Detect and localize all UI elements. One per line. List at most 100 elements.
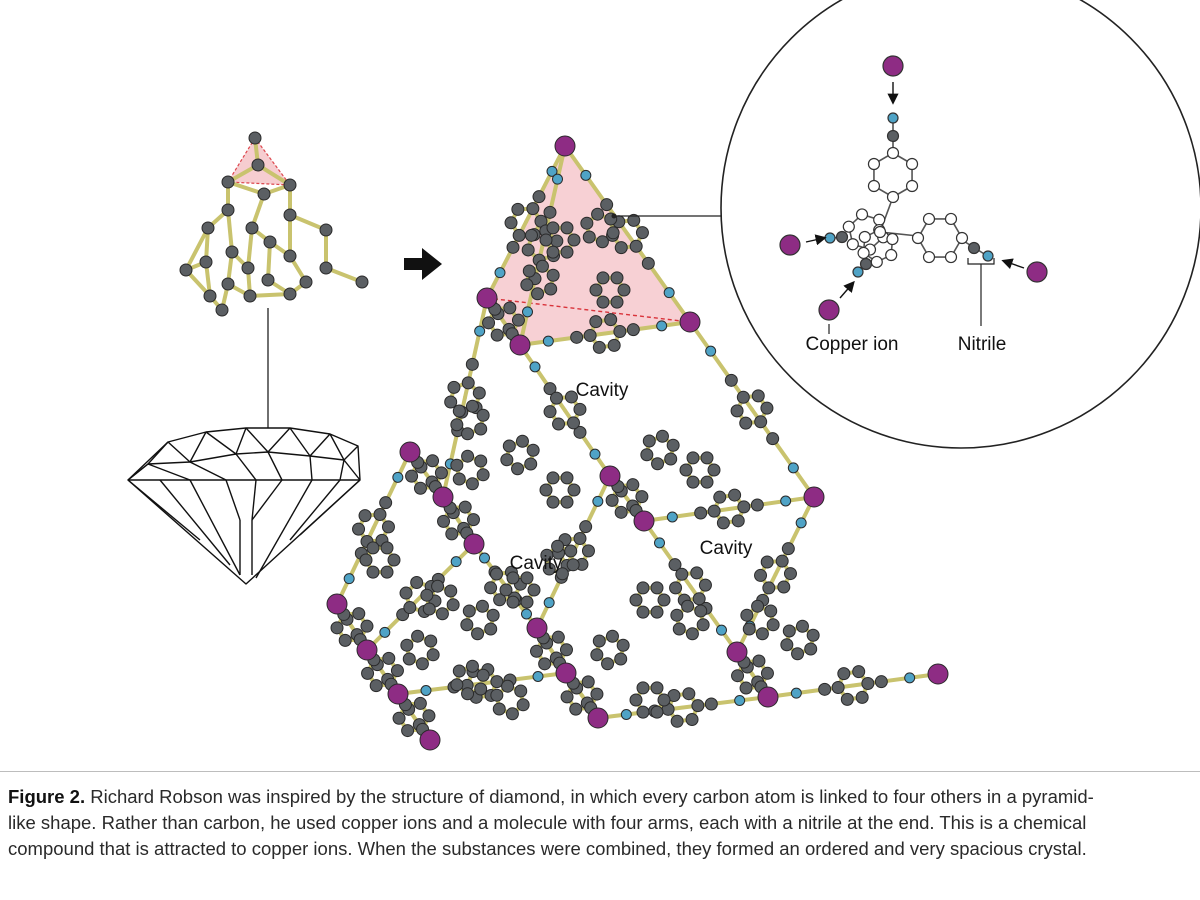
carbon-atom — [516, 698, 530, 712]
nitrogen-atom — [982, 250, 994, 262]
carbon-atom — [444, 395, 458, 409]
carbon-atom — [573, 402, 587, 416]
carbon-atom — [922, 250, 936, 264]
carbon-atom — [465, 477, 479, 491]
nitrogen-atom — [529, 361, 541, 373]
carbon-atom — [450, 678, 464, 692]
carbon-atom — [704, 697, 718, 711]
carbon-atom — [515, 434, 529, 448]
carbon-atom — [550, 391, 564, 405]
carbon-atom — [520, 278, 534, 292]
carbon-atom — [707, 504, 721, 518]
carbon-atom — [650, 705, 664, 719]
carbon-atom — [380, 565, 394, 579]
carbon-atom — [505, 707, 519, 721]
carbon-atom — [560, 495, 574, 509]
carbon-atom — [791, 647, 805, 661]
copper-ion — [356, 639, 378, 661]
carbon-atom — [373, 507, 387, 521]
nitrogen-atom — [546, 165, 558, 177]
carbon-atom — [700, 475, 714, 489]
copper-ion — [779, 234, 801, 256]
nitrogen-atom — [494, 267, 506, 279]
carbon-atom — [520, 571, 534, 585]
nitrogen-atom — [887, 112, 899, 124]
carbon-atom — [760, 555, 774, 569]
carbon-atom — [465, 399, 479, 413]
carbon-atom — [694, 604, 708, 618]
carbon-atom — [641, 256, 655, 270]
nitrogen-atom — [474, 325, 486, 337]
carbon-atom — [251, 158, 265, 172]
carbon-atom — [502, 439, 516, 453]
nitrogen-atom — [705, 345, 717, 357]
carbon-atom — [610, 271, 624, 285]
nitrogen-atom — [666, 511, 678, 523]
carbon-atom — [692, 592, 706, 606]
nitrogen-atom — [532, 671, 544, 682]
copper-ion — [927, 663, 949, 685]
carbon-atom — [867, 179, 881, 193]
carbon-atom — [629, 693, 643, 707]
carbon-atom — [754, 415, 768, 429]
carbon-atom — [352, 607, 366, 621]
carbon-atom — [627, 213, 641, 227]
carbon-atom — [299, 275, 313, 289]
copper-ion — [726, 641, 748, 663]
carbon-atom — [762, 581, 776, 595]
carbon-atom — [475, 599, 489, 613]
carbon-atom — [444, 584, 458, 598]
carbon-atom — [283, 287, 297, 301]
carbon-atom — [435, 607, 449, 621]
carbon-atom — [686, 475, 700, 489]
carbon-atom — [601, 657, 615, 671]
copper-ion — [679, 311, 701, 333]
carbon-atom — [221, 203, 235, 217]
carbon-atom — [179, 263, 193, 277]
carbon-atom — [775, 554, 789, 568]
copper-ion — [633, 510, 655, 532]
carbon-atom — [476, 668, 490, 682]
carbon-atom — [401, 724, 415, 738]
carbon-atom — [570, 330, 584, 344]
carbon-atom — [415, 657, 429, 671]
carbon-atom — [583, 329, 597, 343]
carbon-atom — [886, 146, 900, 160]
carbon-atom — [499, 583, 513, 597]
carbon-atom — [846, 238, 859, 251]
carbon-atom — [795, 619, 809, 633]
nitrogen-atom — [663, 287, 675, 299]
nitrogen-atom — [420, 685, 432, 696]
carbon-atom — [474, 682, 488, 696]
carbon-atom — [857, 246, 870, 260]
carbon-atom — [319, 223, 333, 237]
carbon-atom — [283, 178, 297, 192]
carbon-atom — [490, 688, 504, 702]
carbon-atom — [530, 644, 544, 658]
carbon-atom — [527, 583, 541, 597]
carbon-atom — [610, 295, 624, 309]
carbon-atom — [366, 541, 380, 555]
carbon-atom — [452, 404, 466, 418]
carbon-atom — [564, 390, 578, 404]
carbon-atom — [461, 687, 475, 701]
carbon-atom — [740, 608, 754, 622]
carbon-atom — [390, 664, 404, 678]
carbon-atom — [460, 618, 474, 632]
carbon-atom — [382, 651, 396, 665]
carbon-atom — [539, 233, 553, 247]
nitrogen-atom — [592, 495, 604, 507]
caption-line-2: like shape. Rather than carbon, he used … — [8, 812, 1087, 833]
carbon-atom — [437, 514, 451, 528]
carbon-atom — [616, 638, 630, 652]
carbon-atom — [750, 498, 764, 512]
carbon-atom — [731, 669, 745, 683]
carbon-atom — [500, 453, 514, 467]
copper-ion — [463, 533, 485, 555]
molecule-detail: Copper ion Nitrile — [779, 55, 1048, 355]
carbon-atom — [546, 221, 560, 235]
carbon-atom — [526, 202, 540, 216]
copper-ion — [555, 662, 577, 684]
carbon-atom — [944, 250, 958, 264]
carbon-atom — [777, 580, 791, 594]
